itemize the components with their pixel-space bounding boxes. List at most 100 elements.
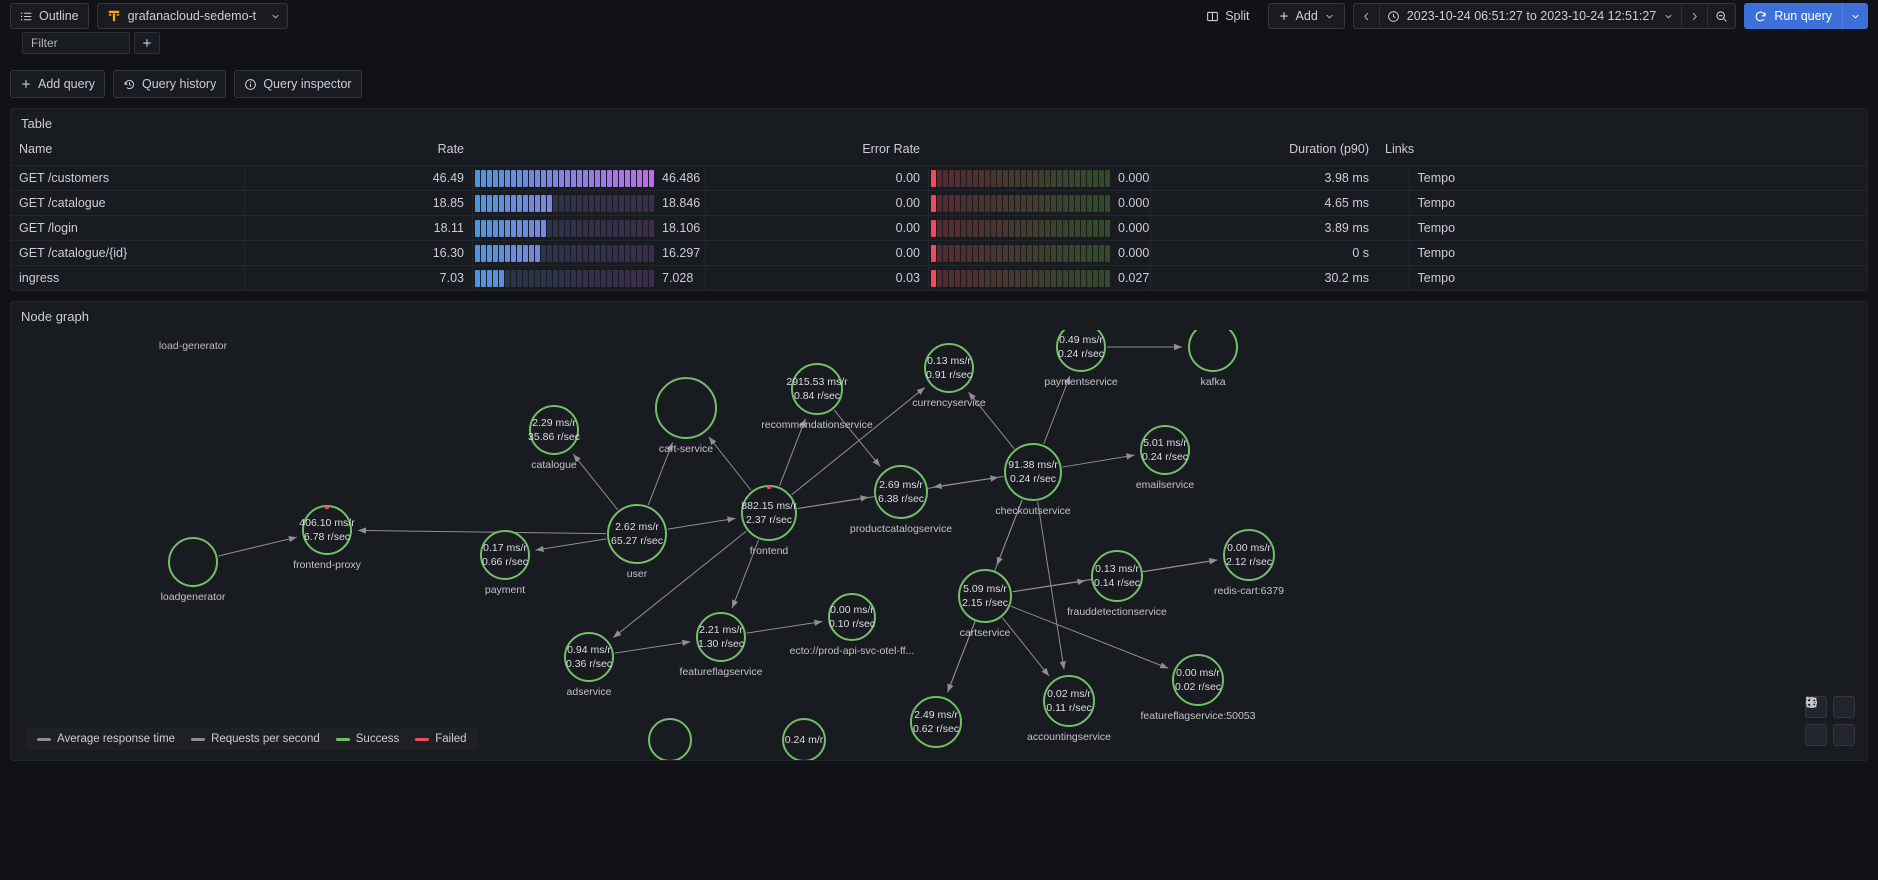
legend-label: Average response time [57, 733, 176, 745]
node-circle[interactable]: 882.15 ms/r 2.37 r/sec [741, 485, 797, 541]
node-graph-node[interactable]: 2.62 ms/r 65.27 r/sec user [607, 504, 667, 580]
node-circle[interactable]: 0.13 ms/r 0.91 r/sec [924, 343, 974, 393]
node-circle[interactable]: 91.38 ms/r 0.24 r/sec [1004, 443, 1062, 501]
cell-link-tempo[interactable]: Tempo [1408, 265, 1867, 290]
table-row[interactable]: ingress 7.03 7.028 0.03 0.027 30.2 ms Te… [11, 265, 1867, 290]
node-graph-node[interactable]: 0.13 ms/r 0.91 r/sec currencyservice [912, 343, 986, 409]
node-graph-node[interactable]: 0.49 ms/r 0.24 r/sec paymentservice [1044, 330, 1118, 388]
node-circle[interactable]: 2.69 ms/r 6.38 r/sec [874, 465, 928, 519]
node-circle[interactable]: 2.29 ms/r 35.86 r/sec [528, 405, 580, 455]
node-graph-node[interactable]: loadgenerator [161, 537, 225, 603]
filter-input[interactable]: Filter [22, 32, 130, 54]
node-graph-node[interactable]: 0.00 ms/r 0.02 r/sec featureflagservice:… [1141, 654, 1256, 722]
node-circle[interactable]: 5.01 ms/r 0.24 r/sec [1140, 425, 1190, 475]
time-range-button[interactable]: 2023-10-24 06:51:27 to 2023-10-24 12:51:… [1380, 4, 1682, 28]
column-header-rate[interactable]: Rate [437, 142, 464, 156]
query-history-button[interactable]: Query history [112, 70, 227, 98]
node-graph-edge [1012, 578, 1086, 593]
zoom-out-button[interactable] [1708, 4, 1735, 28]
node-graph-node[interactable]: 5.01 ms/r 0.24 r/sec emailservice [1136, 425, 1194, 491]
node-circle[interactable]: 0.02 ms/r 0.11 r/sec [1043, 675, 1095, 727]
node-graph-node[interactable]: 0.24 m/r [782, 718, 826, 760]
node-circle[interactable] [1188, 330, 1238, 372]
node-graph-edge [572, 453, 619, 511]
rate-gauge-value: 16.297 [662, 246, 701, 260]
table-row[interactable]: GET /login 18.11 18.106 0.00 0.000 3.89 … [11, 215, 1867, 241]
cell-link-tempo[interactable]: Tempo [1408, 190, 1867, 216]
node-circle[interactable]: 0.17 ms/r 0.66 r/sec [480, 530, 530, 580]
column-header-links[interactable]: Links [1385, 142, 1415, 156]
column-header-name[interactable]: Name [19, 142, 53, 156]
split-button[interactable]: Split [1196, 3, 1259, 29]
node-circle[interactable]: 0.49 ms/r 0.24 r/sec [1056, 330, 1106, 372]
node-graph-node[interactable]: 406.10 ms/r 6.78 r/sec frontend-proxy [293, 505, 361, 571]
node-circle[interactable]: 0.94 ms/r 0.36 r/sec [564, 632, 614, 682]
table-row[interactable]: GET /catalogue/{id} 16.30 16.297 0.00 0.… [11, 240, 1867, 266]
column-header-error-rate[interactable]: Error Rate [862, 142, 920, 156]
legend-item[interactable]: Failed [415, 733, 467, 745]
column-header-duration[interactable]: Duration (p90) [1289, 142, 1369, 156]
node-circle[interactable]: 2915.53 ms/r 0.84 r/sec [786, 363, 848, 415]
node-graph-node[interactable]: kafka [1188, 330, 1238, 388]
legend-item[interactable]: Requests per second [191, 733, 320, 745]
outline-button[interactable]: Outline [10, 3, 89, 29]
cell-link-tempo[interactable]: Tempo [1408, 240, 1867, 266]
add-filter-button[interactable] [134, 32, 160, 54]
node-graph-node[interactable]: 882.15 ms/r 2.37 r/sec frontend [741, 485, 797, 557]
node-circle[interactable]: 2.49 ms/r 0.62 r/sec [910, 696, 962, 748]
node-circle[interactable]: 0.13 ms/r 0.14 r/sec [1091, 550, 1143, 602]
time-next-button[interactable] [1682, 4, 1707, 28]
datasource-picker[interactable]: grafanacloud-sedemo-t [96, 3, 289, 29]
node-graph-canvas[interactable]: loadgenerator 406.10 ms/r 6.78 r/sec fro… [11, 330, 1867, 760]
node-graph-node[interactable]: 2.21 ms/r 1.30 r/sec featureflagservice [680, 612, 762, 678]
add-button[interactable]: Add [1267, 3, 1345, 29]
node-circle[interactable]: 0.00 ms/r 0.02 r/sec [1172, 654, 1224, 706]
node-graph-node[interactable]: 0.17 ms/r 0.66 r/sec payment [480, 530, 530, 596]
layout-apps-icon[interactable] [1806, 697, 1855, 746]
node-graph-node[interactable]: 2.69 ms/r 6.38 r/sec productcatalogservi… [850, 465, 952, 535]
node-circle[interactable]: 2.62 ms/r 65.27 r/sec [607, 504, 667, 564]
node-caption: loadgenerator [160, 591, 226, 603]
time-prev-button[interactable] [1354, 4, 1379, 28]
node-graph-node[interactable]: 2915.53 ms/r 0.84 r/sec recommendationse… [761, 363, 873, 431]
table-row[interactable]: GET /catalogue 18.85 18.846 0.00 0.000 4… [11, 190, 1867, 216]
node-graph-node[interactable]: 0.02 ms/r 0.11 r/sec accountingservice [1027, 675, 1111, 743]
node-metric-secondary: 0.02 r/sec [1174, 681, 1222, 693]
cell-link-tempo[interactable]: Tempo [1408, 215, 1867, 241]
node-graph-edge [612, 530, 747, 639]
node-circle[interactable]: 0.00 ms/r 0.10 r/sec [828, 593, 876, 641]
node-graph-node[interactable]: 2.29 ms/r 35.86 r/sec catalogue [528, 405, 580, 471]
run-query-caret[interactable] [1842, 3, 1868, 29]
node-graph-node[interactable]: 0.13 ms/r 0.14 r/sec frauddetectionservi… [1067, 550, 1167, 618]
run-query-button[interactable]: Run query [1744, 3, 1868, 29]
query-inspector-button[interactable]: Query inspector [234, 70, 362, 98]
legend-item[interactable]: Average response time [37, 733, 175, 745]
node-graph-node[interactable]: cart-service [655, 377, 717, 455]
node-graph-node[interactable] [648, 718, 692, 760]
node-graph-node[interactable]: 0.00 ms/r 2.12 r/sec redis-cart:6379 [1214, 529, 1284, 597]
node-circle[interactable]: 0.24 m/r [782, 718, 826, 760]
node-graph-node[interactable]: 5.09 ms/r 2.15 r/sec cartservice [958, 569, 1012, 639]
legend-item[interactable]: Success [335, 733, 400, 745]
node-circle[interactable]: 406.10 ms/r 6.78 r/sec [299, 505, 355, 555]
chevron-down-icon [1324, 11, 1335, 22]
node-graph-node[interactable]: 0.00 ms/r 0.10 r/sec ecto://prod-api-svc… [790, 593, 914, 657]
node-circle[interactable] [648, 718, 692, 760]
node-circle[interactable]: 2.21 ms/r 1.30 r/sec [696, 612, 746, 662]
node-caption: adservice [566, 686, 612, 698]
table-row[interactable]: GET /customers 46.49 46.486 0.00 0.000 3… [11, 165, 1867, 191]
node-metric-secondary: 0.14 r/sec [1093, 577, 1141, 589]
node-circle[interactable]: 5.09 ms/r 2.15 r/sec [958, 569, 1012, 623]
cell-link-tempo[interactable]: Tempo [1408, 165, 1867, 191]
node-graph-node[interactable]: 0.94 ms/r 0.36 r/sec adservice [564, 632, 614, 698]
node-circle[interactable]: 0.00 ms/r 2.12 r/sec [1223, 529, 1275, 581]
legend-label: Success [355, 733, 400, 745]
zoom-out-icon[interactable] [1806, 696, 1855, 718]
node-circle[interactable] [655, 377, 717, 439]
node-metric-secondary: 0.24 r/sec [1057, 348, 1105, 360]
node-graph-node[interactable]: 91.38 ms/r 0.24 r/sec checkoutservice [995, 443, 1071, 517]
layout-grid-icon[interactable] [1805, 696, 1827, 746]
add-query-button[interactable]: Add query [10, 70, 105, 98]
node-circle[interactable] [168, 537, 218, 587]
node-graph-node[interactable]: 2.49 ms/r 0.62 r/sec [910, 696, 962, 748]
